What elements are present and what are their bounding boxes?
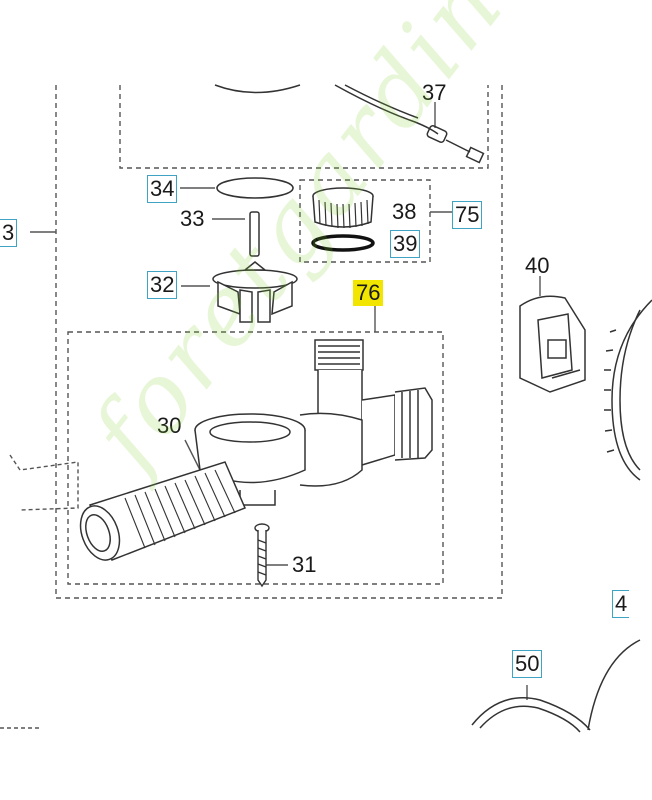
left-partial-box	[9, 454, 79, 511]
part-34-oring	[216, 177, 294, 199]
part-32-impeller	[212, 261, 298, 323]
label-part-50: 50	[512, 650, 543, 678]
label-part-4-partial: 4	[612, 590, 630, 618]
label-part-33: 33	[180, 206, 205, 231]
part-50-gasket	[471, 639, 641, 733]
group-76-box	[67, 331, 444, 585]
part-38-nut	[312, 187, 374, 229]
part-37-cable	[334, 84, 485, 164]
label-part-76: 76	[353, 280, 384, 306]
group-75-box	[299, 179, 431, 263]
label-part-34: 34	[147, 175, 178, 203]
label-part-30: 30	[157, 413, 182, 438]
label-part-40: 40	[525, 253, 550, 278]
label-part-39: 39	[390, 230, 421, 258]
part-30-strainer	[79, 461, 246, 561]
label-part-38: 38	[392, 199, 417, 224]
label-part-37: 37	[422, 80, 447, 105]
label-part-75: 75	[452, 201, 483, 229]
label-part-32: 32	[147, 271, 178, 299]
label-part-31: 31	[292, 552, 317, 577]
label-part-3-partial: 3	[0, 219, 18, 247]
part-33-pin	[249, 211, 260, 257]
part-40-bracket	[519, 295, 586, 393]
outer-dashed-frame	[55, 85, 503, 599]
right-gear-partial	[604, 299, 652, 481]
part-39-oring	[311, 234, 375, 252]
part-31-screw	[254, 523, 270, 588]
top-disc-partial	[214, 84, 301, 94]
